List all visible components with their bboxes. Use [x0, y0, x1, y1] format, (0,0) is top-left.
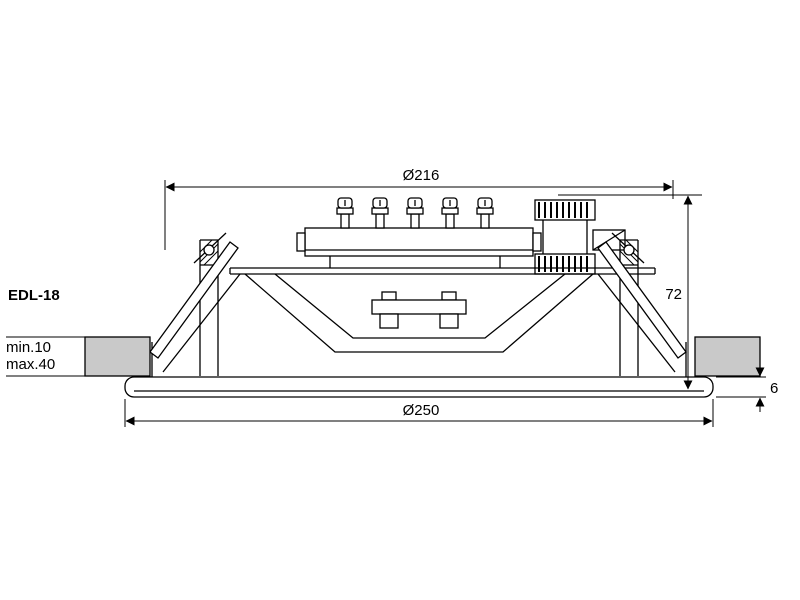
dimension-rim-height: 6 — [716, 362, 778, 412]
ceiling-section-left — [84, 336, 151, 377]
dimension-outer-diameter: Ø250 — [124, 399, 714, 427]
basket-outer-left — [162, 273, 241, 373]
basket-outer-right — [597, 273, 676, 373]
ceiling-min-label: min.10 — [6, 339, 51, 356]
ceiling-thickness-annotation: min.10 max.40 — [6, 336, 85, 377]
strip-end-left — [296, 232, 306, 252]
speaker-flange — [124, 342, 714, 398]
screw-washer — [441, 207, 459, 215]
coil-bottom — [534, 253, 596, 275]
coil-top — [534, 199, 596, 221]
ceiling-max-label: max.40 — [6, 356, 55, 373]
pivot-bolt-left — [203, 244, 215, 256]
screw-shaft — [410, 213, 420, 229]
screw-shaft — [340, 213, 350, 229]
spring-arm-left — [149, 241, 239, 359]
mounting-clamp-right — [597, 232, 687, 376]
mounting-clamp-left — [149, 232, 239, 376]
cone-outer — [244, 273, 594, 353]
screw-shaft — [375, 213, 385, 229]
rim-height-label: 6 — [770, 380, 778, 397]
strip-end-right — [532, 232, 542, 252]
dimension-cutout-diameter: Ø216 — [164, 167, 674, 250]
cutout-diameter-label: Ø216 — [403, 167, 440, 184]
magnet-terminal-assembly — [296, 227, 542, 268]
screw-shaft — [480, 213, 490, 229]
screw-washer — [406, 207, 424, 215]
model-label: EDL-18 — [8, 287, 60, 304]
screw-washer — [336, 207, 354, 215]
speaker-cone — [162, 267, 676, 373]
bracket-foot-right — [439, 313, 459, 329]
terminal-screws — [336, 197, 494, 229]
terminal-strip — [304, 227, 534, 257]
screw-washer — [371, 207, 389, 215]
pole-bracket — [371, 291, 467, 329]
bracket-foot-left — [379, 313, 399, 329]
screw-washer — [476, 207, 494, 215]
bracket-bolt-left — [381, 291, 397, 301]
bracket-bolt-right — [441, 291, 457, 301]
bracket-bar — [371, 299, 467, 315]
pivot-bolt-right — [623, 244, 635, 256]
outer-diameter-label: Ø250 — [403, 402, 440, 419]
ceiling-section-right — [694, 336, 761, 377]
cone-inner — [274, 273, 566, 339]
dimension-depth: 72 — [558, 194, 702, 390]
flange-outline — [124, 376, 714, 398]
screw-shaft — [445, 213, 455, 229]
spring-arm-right — [597, 241, 687, 359]
depth-label: 72 — [665, 286, 682, 303]
